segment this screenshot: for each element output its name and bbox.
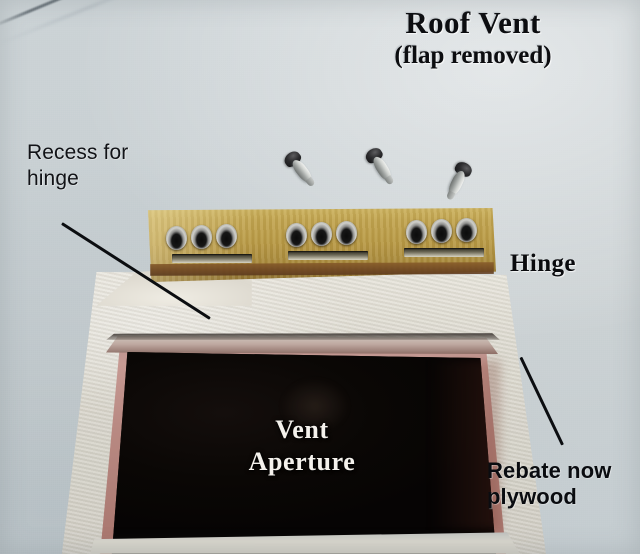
vent-aperture-opening	[111, 352, 496, 554]
hinge-knuckle-slot	[288, 251, 368, 260]
hinge-screw-hole	[431, 219, 452, 243]
hinge-screw-hole	[336, 221, 357, 245]
page-title: Roof Vent	[405, 5, 541, 40]
hinge-screw-hole	[191, 225, 212, 249]
hinge-screw-hole	[216, 224, 237, 248]
annotation-recess-for-hinge: Recess for hinge	[27, 141, 129, 190]
title-block: Roof Vent (flap removed)	[328, 6, 618, 71]
hinge-knuckle-slot	[404, 248, 484, 257]
vent-bottom-ledge	[90, 532, 520, 554]
annotation-hinge: Hinge	[510, 250, 576, 277]
hinge-screw-hole	[166, 226, 187, 250]
hinge-screw-hole	[286, 223, 307, 247]
vent-rebate-dark-edge	[106, 333, 500, 340]
annotation-rebate-now-plywood: Rebate now plywood	[487, 458, 612, 509]
roof-vent-assembly	[0, 200, 640, 554]
hinge-strip-lower-edge	[150, 262, 494, 276]
hinge-knuckle-slot	[172, 254, 252, 263]
hinge-screw-hole	[406, 220, 427, 244]
page-subtitle: (flap removed)	[394, 42, 552, 70]
vent-rebate-top-face	[106, 336, 498, 354]
hinge-screw-hole	[311, 222, 332, 246]
aperture-inner-highlight	[280, 378, 350, 434]
annotation-vent-aperture: Vent Aperture	[248, 415, 356, 476]
hinge-screw-hole	[456, 218, 477, 242]
aperture-right-glow	[430, 360, 500, 530]
